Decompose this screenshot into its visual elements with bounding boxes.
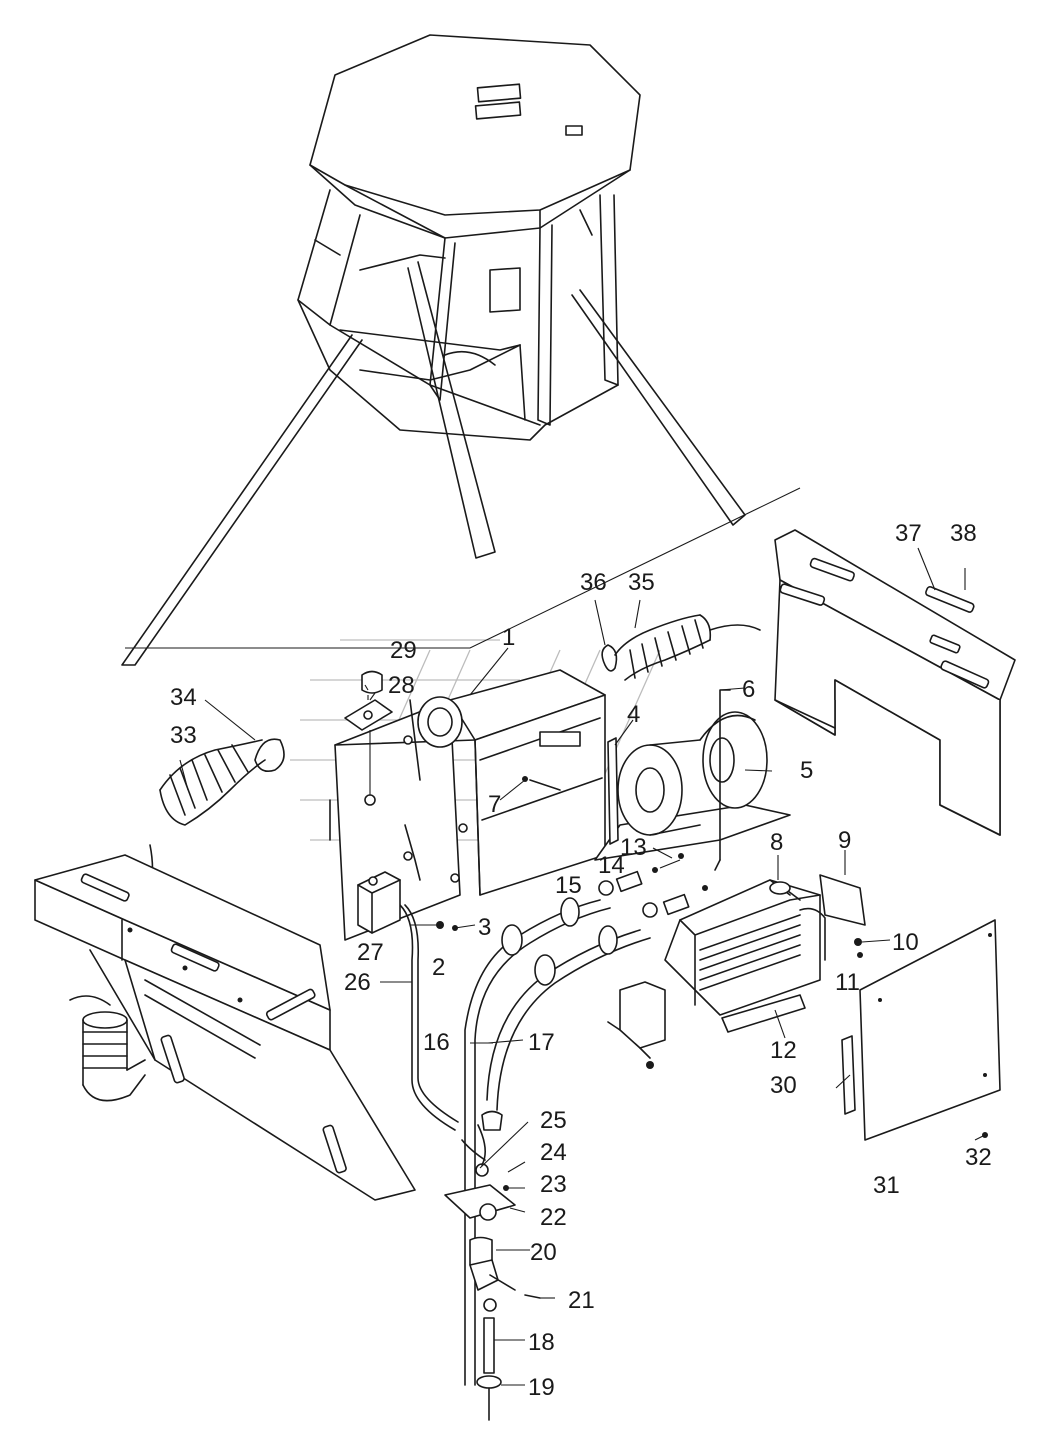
label-6: 6 [742,676,755,703]
right-rear-panel [774,529,1016,836]
left-defrost-hose [69,995,146,1102]
blower-fan [594,689,791,871]
label-17: 17 [528,1029,555,1056]
relay-box [357,871,401,934]
label-29: 29 [390,637,417,664]
access-cover [841,919,1001,1141]
part-number-labels: 1 2 3 4 5 6 7 8 9 10 11 12 13 14 15 16 1… [170,520,992,1401]
duct-hose-right [601,614,761,681]
label-26: 26 [344,969,371,996]
label-12: 12 [770,1037,797,1064]
label-36: 36 [580,569,607,596]
label-24: 24 [540,1139,567,1166]
wire-tube [399,904,459,1131]
label-5: 5 [800,757,813,784]
leader-lines-cab [121,261,801,666]
label-13: 13 [620,834,647,861]
label-38: 38 [950,520,977,547]
fasteners [436,853,863,958]
label-15: 15 [555,872,582,899]
label-8: 8 [770,829,783,856]
left-dash-panel [34,854,416,1201]
water-valve [444,1124,541,1421]
duct-hose-left [149,738,285,891]
heater-housing [329,669,606,941]
heater-hoses [464,897,651,1386]
cab-assembly [297,34,641,441]
gasket-strip [607,737,619,845]
label-34: 34 [170,684,197,711]
label-28: 28 [388,672,415,699]
label-32: 32 [965,1144,992,1171]
label-4: 4 [627,701,640,728]
label-2: 2 [432,954,445,981]
label-35: 35 [628,569,655,596]
label-7: 7 [488,791,501,818]
label-23: 23 [540,1171,567,1198]
label-31: 31 [873,1172,900,1199]
hose-fittings [598,867,708,918]
label-37: 37 [895,520,922,547]
label-11: 11 [835,969,860,996]
label-25: 25 [540,1107,567,1134]
heater-core [664,879,826,1016]
label-22: 22 [540,1204,567,1231]
label-9: 9 [838,827,851,854]
label-21: 21 [568,1287,595,1314]
label-27: 27 [357,939,384,966]
label-14: 14 [598,852,625,879]
leader-lines [179,547,986,1386]
label-16: 16 [423,1029,450,1056]
label-20: 20 [530,1239,557,1266]
label-33: 33 [170,722,197,749]
label-30: 30 [770,1072,797,1099]
brackets [607,874,866,1069]
label-19: 19 [528,1374,555,1401]
label-3: 3 [478,914,491,941]
label-10: 10 [892,929,919,956]
label-1: 1 [502,624,515,651]
label-18: 18 [528,1329,555,1356]
